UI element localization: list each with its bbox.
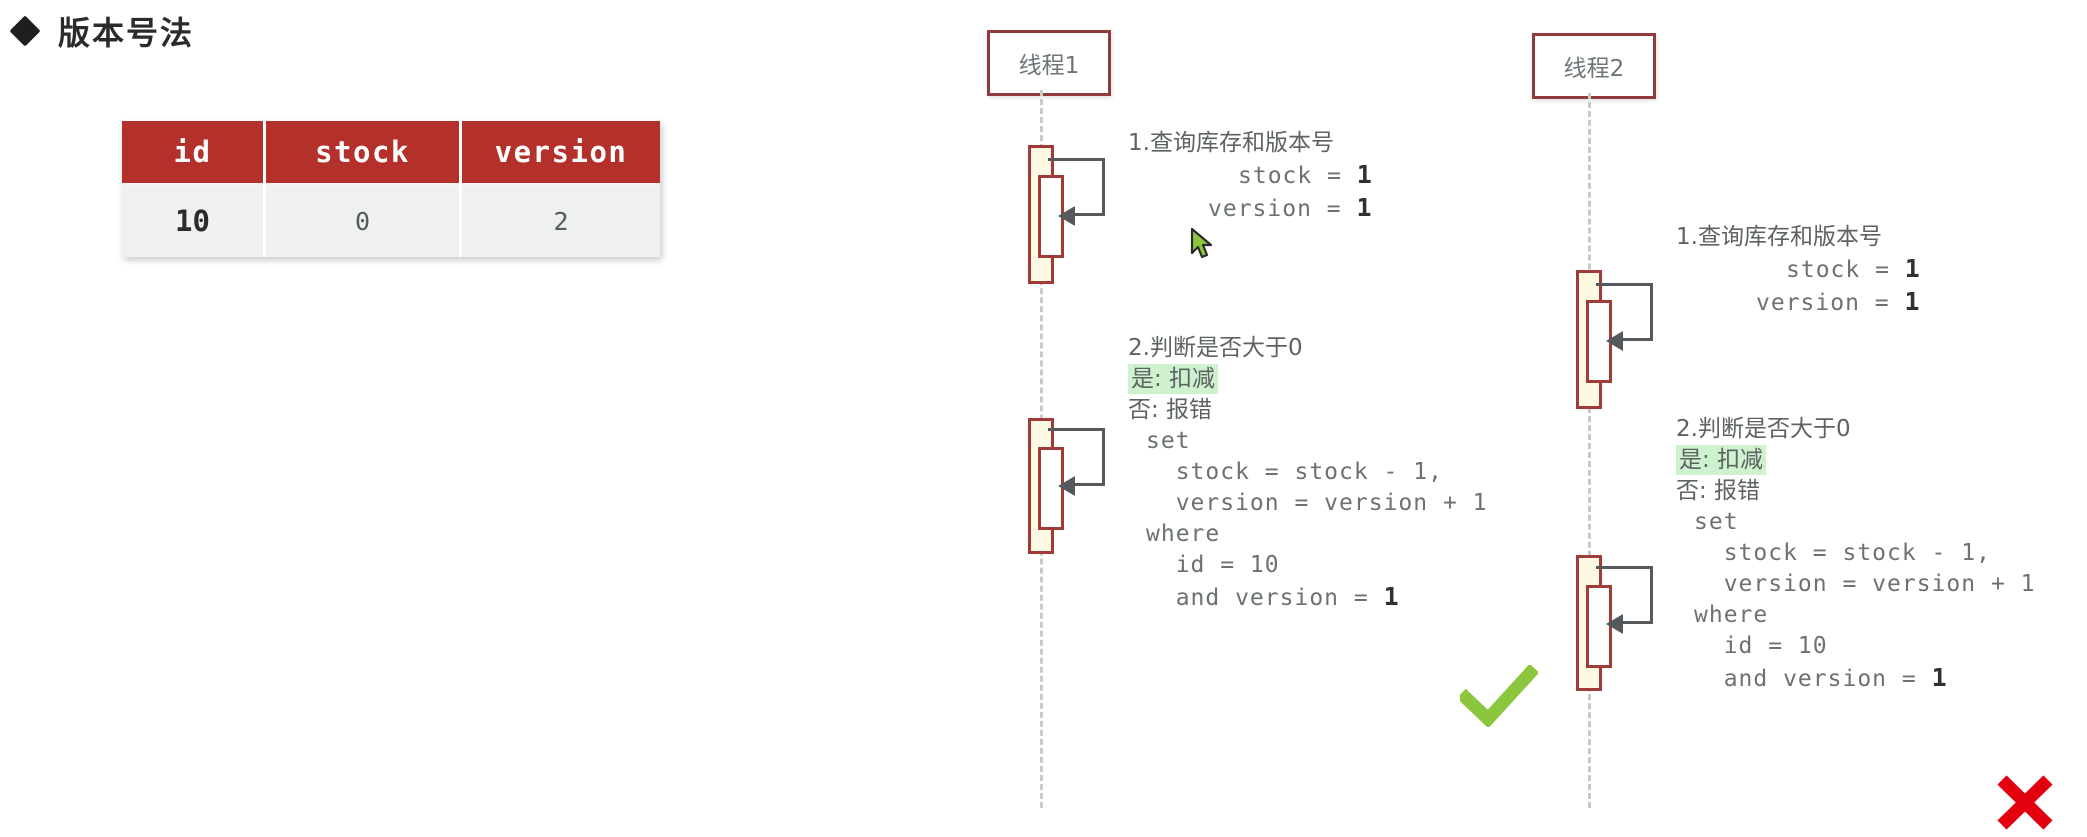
cell-version: 2 <box>460 183 660 257</box>
thread-1-box: 线程1 <box>987 30 1111 96</box>
thread-1-step-2-loop-bottom <box>1073 483 1105 486</box>
thread-1-step-2-loop-side <box>1102 428 1105 486</box>
thread-1-sql-line-2: version = version + 1 <box>1146 490 1488 516</box>
thread-2-lifeline <box>1588 93 1591 808</box>
column-header-version: version <box>460 121 660 184</box>
thread-2-step-2-arrowhead <box>1606 614 1623 634</box>
mouse-pointer-icon <box>1190 227 1216 265</box>
thread-1-sql-line-1: stock = stock - 1, <box>1146 459 1443 485</box>
thread-2-step-1-loop-side <box>1650 283 1653 341</box>
thread-1-step-1-loop-top <box>1048 158 1105 161</box>
page-heading: 版本号法 <box>9 8 195 54</box>
stock-table: id stock version 10 0 2 <box>122 121 660 257</box>
thread-2-sql-line-2: version = version + 1 <box>1694 571 2036 597</box>
thread-1-label: 线程1 <box>1018 53 1080 79</box>
thread-2-step-1-loop-top <box>1596 283 1653 286</box>
table-header-row: id stock version <box>122 121 660 184</box>
column-header-id: id <box>122 121 266 184</box>
thread-2-step-2-yes: 是: 扣减 <box>1676 445 2036 476</box>
thread-1-step-1-loop-side <box>1102 158 1105 216</box>
thread-1-step-1-arrowhead <box>1058 206 1075 226</box>
thread-2-box: 线程2 <box>1532 33 1656 99</box>
thread-2-step-1-line-stock: stock = 1 <box>1786 254 1921 283</box>
thread-2-step-1-loop-bottom <box>1621 338 1653 341</box>
thread-2-step-1-line-version: version = 1 <box>1756 287 1921 316</box>
stock-table-container: id stock version 10 0 2 <box>122 121 660 257</box>
thread-1-step-2-no: 否: 报错 <box>1128 397 1213 423</box>
thread-2-step-2-text: 2.判断是否大于0 是: 扣减 否: 报错 set stock = stock … <box>1676 414 2036 695</box>
thread-2-step-1-text: 1.查询库存和版本号 stock = 1 version = 1 <box>1676 222 1921 319</box>
thread-2-step-2-heading: 2.判断是否大于0 <box>1676 416 1851 442</box>
thread-2-sql-line-1: stock = stock - 1, <box>1694 540 1991 566</box>
thread-1-step-2-text: 2.判断是否大于0 是: 扣减 否: 报错 set stock = stock … <box>1128 333 1488 614</box>
thread-1-step-1-text: 1.查询库存和版本号 stock = 1 version = 1 <box>1128 128 1373 225</box>
thread-2-sql-line-3: where <box>1694 602 1769 628</box>
thread-2-sql-line-5: and version = 1 <box>1694 663 1948 692</box>
thread-2-step-1-heading: 1.查询库存和版本号 <box>1676 224 1882 250</box>
thread-1-sql-line-3: where <box>1146 521 1221 547</box>
page-title: 版本号法 <box>58 14 195 52</box>
table-row: 10 0 2 <box>122 183 660 257</box>
cell-id: 10 <box>122 183 266 257</box>
thread-2-step-2-no: 否: 报错 <box>1676 478 1761 504</box>
thread-2-label: 线程2 <box>1563 56 1625 82</box>
thread-1-sql-line-4: id = 10 <box>1146 552 1280 578</box>
thread-1-step-2-arrowhead <box>1058 476 1075 496</box>
cell-stock: 0 <box>264 183 462 257</box>
thread-1-step-1-loop-bottom <box>1073 213 1105 216</box>
thread-1-step-2-loop-top <box>1048 428 1105 431</box>
thread-1-step-2-yes: 是: 扣减 <box>1128 364 1488 395</box>
check-icon <box>1456 663 1540 729</box>
thread-2-step-2-loop-top <box>1596 566 1653 569</box>
column-header-stock: stock <box>264 121 462 184</box>
thread-2-sql-line-4: id = 10 <box>1694 633 1828 659</box>
thread-1-step-1-line-version: version = 1 <box>1208 193 1373 222</box>
thread-1-step-1-line-stock: stock = 1 <box>1238 160 1373 189</box>
thread-1-sql-line-0: set <box>1146 428 1191 454</box>
thread-1-step-1-heading: 1.查询库存和版本号 <box>1128 130 1334 156</box>
thread-1-sql-line-5: and version = 1 <box>1146 582 1400 611</box>
thread-2-step-1-arrowhead <box>1606 331 1623 351</box>
thread-2-step-2-loop-bottom <box>1621 621 1653 624</box>
cross-icon <box>1994 773 2056 833</box>
thread-2-sql-line-0: set <box>1694 509 1739 535</box>
thread-2-step-2-loop-side <box>1650 566 1653 624</box>
thread-1-step-2-heading: 2.判断是否大于0 <box>1128 335 1303 361</box>
